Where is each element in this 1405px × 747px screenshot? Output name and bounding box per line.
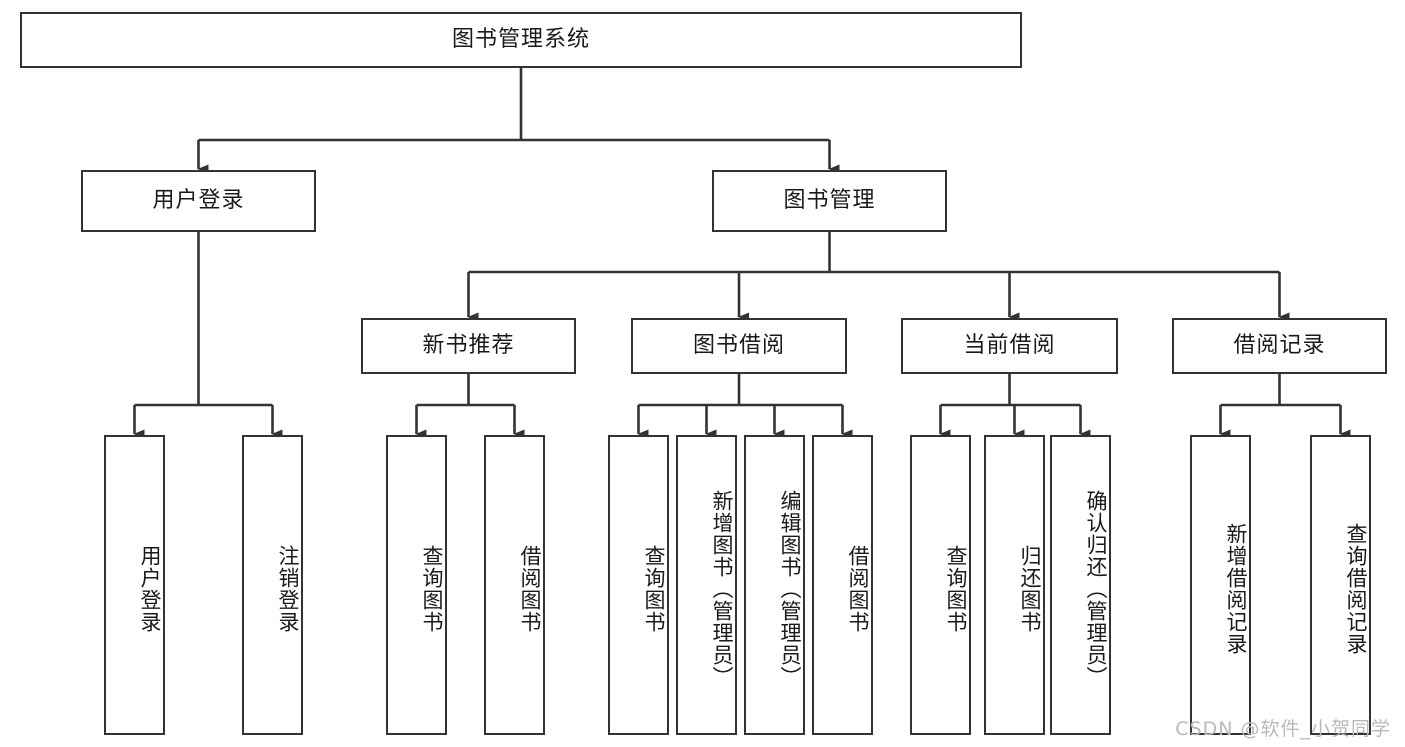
node-label: 新书推荐 (422, 332, 515, 358)
node-label: 用户登录 (138, 545, 162, 633)
node-label: 注销登录 (276, 545, 300, 633)
node-leaf-user-login[interactable]: 用户登录 (104, 435, 165, 735)
node-label: 编辑图书（管理员） (778, 490, 802, 688)
node-current-borrow[interactable]: 当前借阅 (901, 318, 1118, 374)
node-leaf-query-book-borrow[interactable]: 查询图书 (608, 435, 669, 735)
node-label: 查询图书 (944, 545, 968, 633)
node-root[interactable]: 图书管理系统 (20, 12, 1022, 68)
node-leaf-user-logout[interactable]: 注销登录 (242, 435, 303, 735)
node-label: 图书管理 (783, 187, 876, 213)
node-label: 当前借阅 (963, 332, 1056, 358)
node-book-management[interactable]: 图书管理 (712, 170, 947, 232)
node-leaf-borrow-book[interactable]: 借阅图书 (812, 435, 873, 735)
node-book-borrow[interactable]: 图书借阅 (631, 318, 847, 374)
watermark-text: CSDN @软件_小贺同学 (1175, 718, 1391, 740)
node-label: 图书管理系统 (451, 26, 590, 52)
node-label: 用户登录 (152, 187, 245, 213)
node-user-login[interactable]: 用户登录 (81, 170, 316, 232)
connector-lines (133, 68, 1351, 439)
node-label: 新增借阅记录 (1224, 523, 1248, 655)
node-label: 确认归还（管理员） (1084, 490, 1108, 688)
node-leaf-edit-book-admin[interactable]: 编辑图书（管理员） (744, 435, 805, 735)
node-label: 新增图书（管理员） (710, 490, 734, 688)
node-new-book-recommend[interactable]: 新书推荐 (361, 318, 576, 374)
node-leaf-query-book-current[interactable]: 查询图书 (910, 435, 971, 735)
node-label: 查询借阅记录 (1344, 523, 1368, 655)
node-label: 查询图书 (420, 545, 444, 633)
node-leaf-return-book[interactable]: 归还图书 (984, 435, 1045, 735)
node-label: 查询图书 (642, 545, 666, 633)
node-leaf-add-book-admin[interactable]: 新增图书（管理员） (676, 435, 737, 735)
node-leaf-query-book-rec[interactable]: 查询图书 (386, 435, 447, 735)
node-label: 归还图书 (1018, 545, 1042, 633)
node-label: 图书借阅 (692, 332, 785, 358)
node-leaf-borrow-book-rec[interactable]: 借阅图书 (484, 435, 545, 735)
node-label: 借阅图书 (518, 545, 542, 633)
node-leaf-query-borrow-record[interactable]: 查询借阅记录 (1310, 435, 1371, 735)
node-leaf-add-borrow-record[interactable]: 新增借阅记录 (1190, 435, 1251, 735)
node-borrow-record[interactable]: 借阅记录 (1172, 318, 1387, 374)
node-label: 借阅图书 (846, 545, 870, 633)
node-leaf-confirm-return-admin[interactable]: 确认归还（管理员） (1050, 435, 1111, 735)
node-label: 借阅记录 (1233, 332, 1326, 358)
